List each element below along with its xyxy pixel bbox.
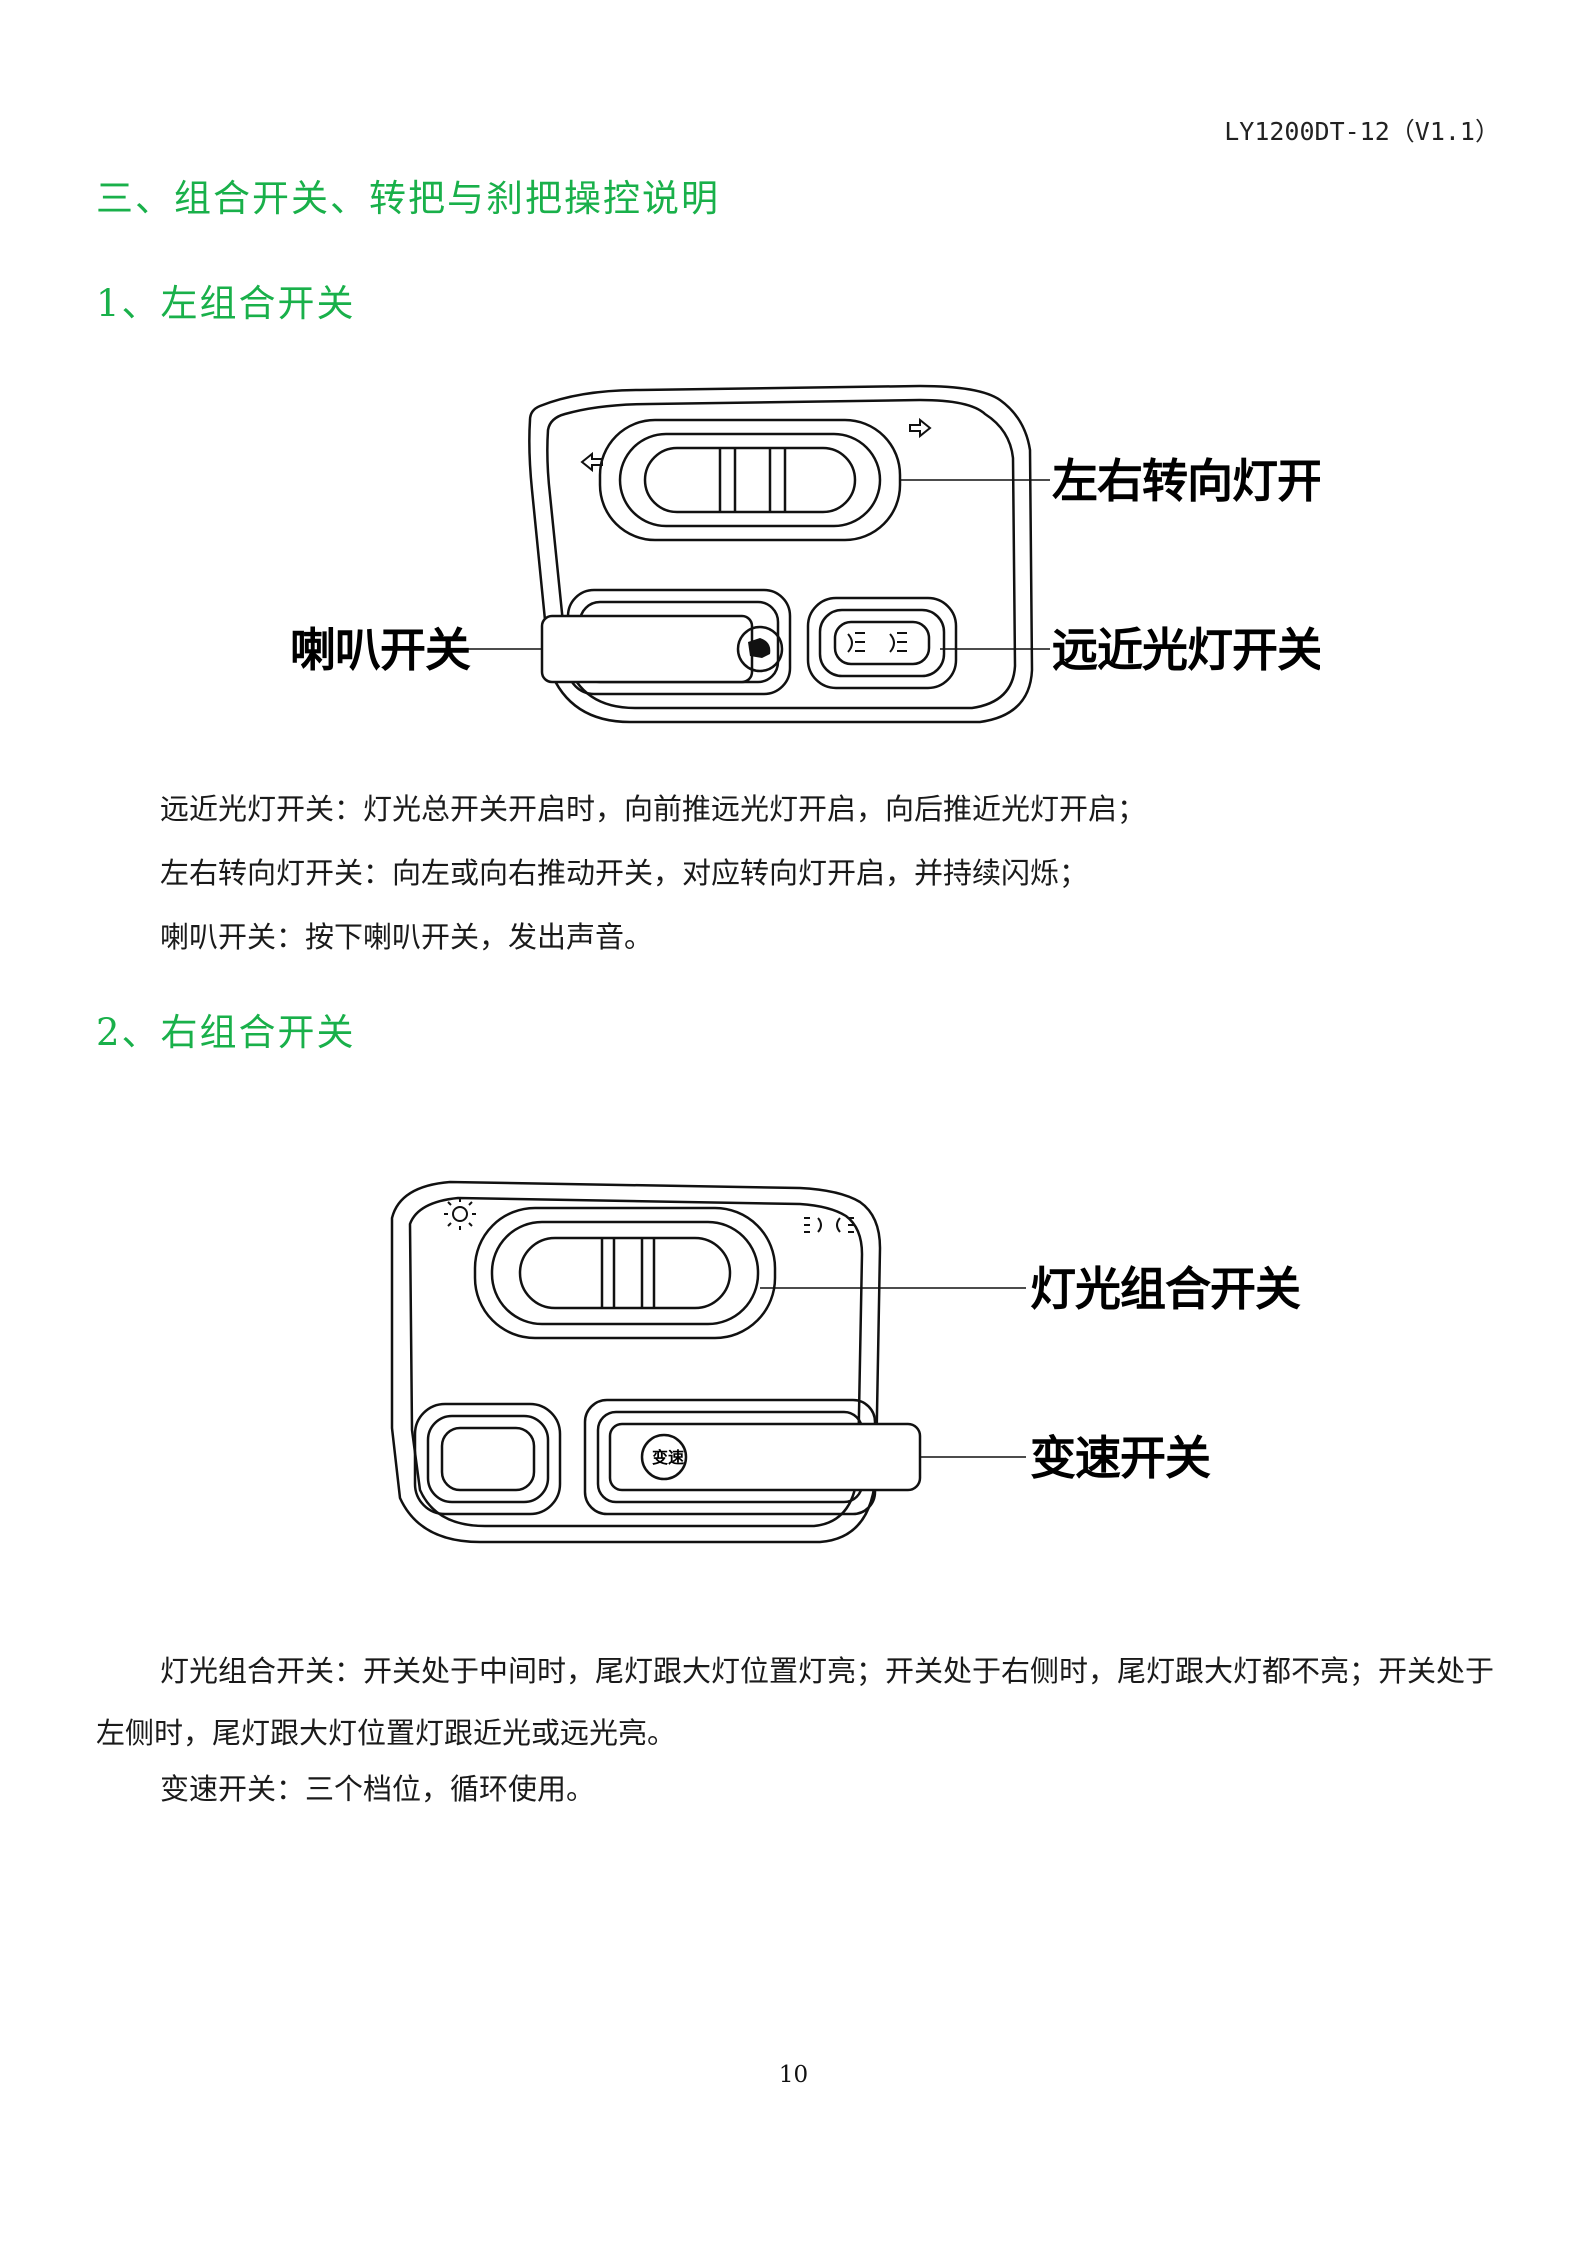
beam-switch-description: 远近光灯开关：灯光总开关开启时，向前推远光灯开启，向后推近光灯开启； bbox=[160, 792, 1147, 826]
page-number: 10 bbox=[778, 2062, 809, 2088]
light-combo-slot bbox=[473, 1206, 777, 1340]
right-switch-heading: 2、右组合开关 bbox=[96, 1011, 356, 1054]
headlight-icon bbox=[804, 1217, 822, 1233]
left-switch-heading: 1、左组合开关 bbox=[96, 282, 356, 325]
speed-callout: 变速开关 bbox=[1030, 1431, 1211, 1485]
position-light-icon bbox=[452, 1206, 468, 1222]
speed-icon bbox=[640, 1433, 688, 1481]
turn-signal-callout: 左右转向灯开关 bbox=[1052, 454, 1320, 508]
speed-description: 变速开关：三个档位，循环使用。 bbox=[160, 1772, 596, 1806]
light-combo-description: 灯光组合开关：开关处于中间时，尾灯跟大灯位置灯亮；开关处于右侧时，尾灯跟大灯都不… bbox=[96, 1654, 1495, 1750]
speed-button-label: 变速 bbox=[652, 1448, 684, 1467]
light-combo-callout: 灯光组合开关 bbox=[1030, 1262, 1301, 1316]
horn-description: 喇叭开关：按下喇叭开关，发出声音。 bbox=[160, 920, 654, 954]
beam-switch-outline bbox=[806, 596, 958, 690]
document-code: LY1200DT-12（V1.1） bbox=[1224, 117, 1500, 146]
horn-icon bbox=[736, 625, 784, 673]
switch-housing bbox=[390, 1180, 882, 1544]
beam-callout: 远近光灯开关 bbox=[1052, 623, 1320, 677]
left-switch-diagram: 左右转向灯开关 喇叭开关 远近光灯开关 bbox=[290, 384, 1320, 724]
blank-button bbox=[413, 1402, 562, 1516]
turn-signal-description: 左右转向灯开关：向左或向右推动开关，对应转向灯开启，并持续闪烁； bbox=[160, 856, 1089, 890]
horn-callout: 喇叭开关 bbox=[290, 623, 471, 677]
section-heading: 三、组合开关、转把与刹把操控说明 bbox=[96, 177, 720, 220]
right-switch-diagram: 变速 灯光组合开关 变速开关 bbox=[390, 1180, 1302, 1544]
